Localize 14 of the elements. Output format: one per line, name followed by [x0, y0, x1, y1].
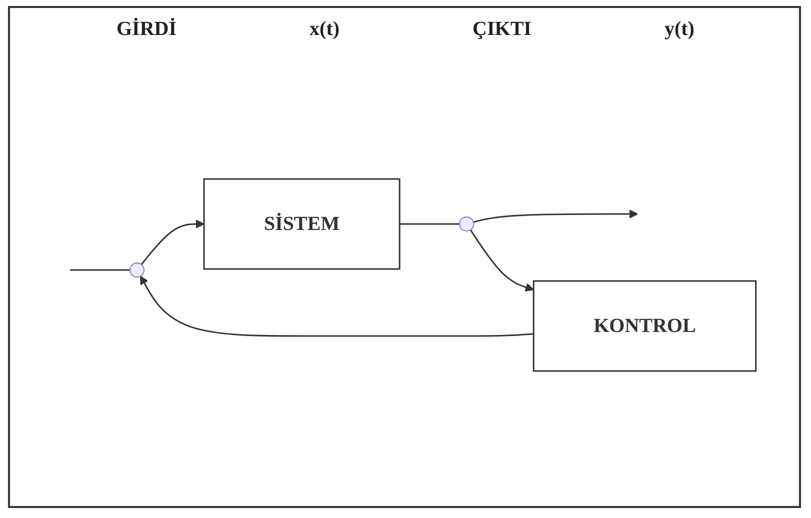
connector — [399, 223, 460, 225]
junction-dot — [129, 262, 144, 278]
signal-label: y(t) — [664, 18, 694, 41]
signal-label: ÇIKTI — [472, 18, 532, 41]
junction-dot — [458, 216, 474, 232]
connector — [70, 269, 130, 271]
arrow — [472, 210, 638, 223]
signal-label: GİRDİ — [116, 18, 177, 41]
arrow — [469, 229, 534, 292]
arrow — [140, 220, 204, 266]
arrow — [140, 276, 534, 337]
block-box: SİSTEM — [202, 178, 400, 270]
block-box: KONTROL — [532, 280, 756, 372]
signal-label: x(t) — [310, 18, 340, 41]
